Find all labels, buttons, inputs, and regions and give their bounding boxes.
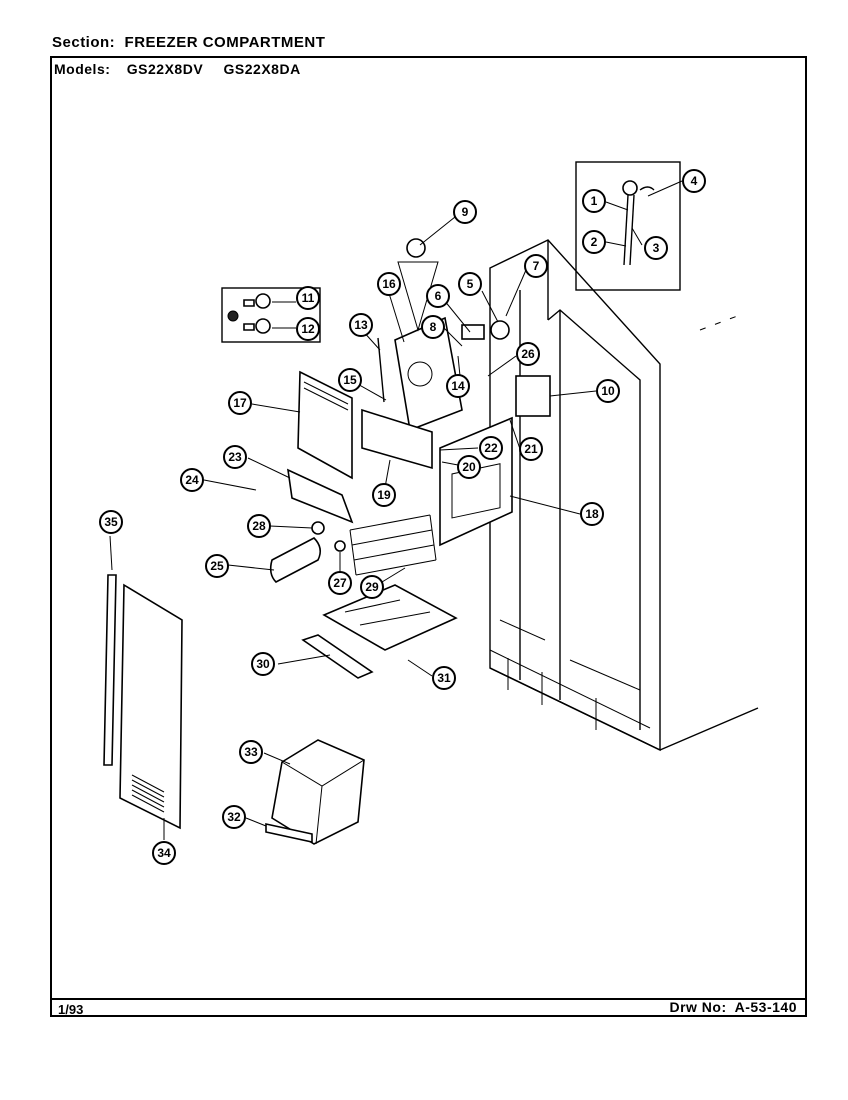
callout-2: 2 — [582, 230, 606, 254]
callout-16: 16 — [377, 272, 401, 296]
callout-23: 23 — [223, 445, 247, 469]
models-label: Models: — [54, 61, 111, 77]
model-2: GS22X8DA — [223, 61, 301, 77]
svg-text:26: 26 — [521, 347, 535, 361]
callout-34: 34 — [152, 841, 176, 865]
svg-text:32: 32 — [227, 810, 241, 824]
callout-18: 18 — [580, 502, 604, 526]
svg-text:18: 18 — [585, 507, 599, 521]
svg-text:27: 27 — [333, 576, 347, 590]
svg-text:25: 25 — [210, 559, 224, 573]
svg-text:31: 31 — [437, 671, 451, 685]
inset-thermostat-detail — [575, 161, 681, 291]
callout-9: 9 — [453, 200, 477, 224]
callout-3: 3 — [644, 236, 668, 260]
svg-text:28: 28 — [252, 519, 266, 533]
callout-14: 14 — [446, 374, 470, 398]
revision-date: 1/93 — [58, 1002, 84, 1017]
models-header: Models: GS22X8DV GS22X8DA — [54, 61, 301, 77]
svg-text:12: 12 — [301, 322, 315, 336]
callout-19: 19 — [372, 483, 396, 507]
svg-text:22: 22 — [484, 441, 498, 455]
callout-32: 32 — [222, 805, 246, 829]
section-header: Section: FREEZER COMPARTMENT — [52, 34, 325, 51]
section-value: FREEZER COMPARTMENT — [124, 34, 326, 51]
svg-text:23: 23 — [228, 450, 242, 464]
model-1: GS22X8DV — [126, 61, 204, 77]
callout-31: 31 — [432, 666, 456, 690]
svg-text:7: 7 — [533, 259, 540, 273]
callout-5: 5 — [458, 272, 482, 296]
svg-text:20: 20 — [462, 460, 476, 474]
callout-4: 4 — [682, 169, 706, 193]
cabinet-outline — [489, 239, 759, 752]
drawing-label: Drw No: — [669, 999, 727, 1015]
callout-24: 24 — [180, 468, 204, 492]
callout-21: 21 — [519, 437, 543, 461]
svg-text:9: 9 — [462, 205, 469, 219]
callout-12: 12 — [296, 317, 320, 341]
footer-rule — [52, 998, 805, 1000]
svg-text:19: 19 — [377, 488, 391, 502]
callout-28: 28 — [247, 514, 271, 538]
drawing-number: A-53-140 — [734, 999, 797, 1015]
svg-text:2: 2 — [591, 235, 598, 249]
inset-screw-detail — [221, 287, 321, 343]
callout-22: 22 — [479, 436, 503, 460]
drawing-frame: Models: GS22X8DV GS22X8DA 1/93 Drw No: A-… — [50, 56, 807, 1017]
svg-text:35: 35 — [104, 515, 118, 529]
svg-text:8: 8 — [430, 320, 437, 334]
svg-text:30: 30 — [256, 657, 270, 671]
callout-30: 30 — [251, 652, 275, 676]
callout-13: 13 — [349, 313, 373, 337]
callout-8: 8 — [421, 315, 445, 339]
svg-text:34: 34 — [157, 846, 171, 860]
freezer-parts — [103, 238, 551, 845]
callout-33: 33 — [239, 740, 263, 764]
svg-text:24: 24 — [185, 473, 199, 487]
svg-text:4: 4 — [691, 174, 698, 188]
callout-29: 29 — [360, 575, 384, 599]
section-label: Section: — [52, 34, 116, 51]
svg-text:3: 3 — [653, 241, 660, 255]
callout-11: 11 — [296, 286, 320, 310]
callout-20: 20 — [457, 455, 481, 479]
svg-text:33: 33 — [244, 745, 258, 759]
svg-text:5: 5 — [467, 277, 474, 291]
leader-lines — [109, 180, 683, 840]
svg-text:6: 6 — [435, 289, 442, 303]
svg-text:15: 15 — [343, 373, 357, 387]
callout-10: 10 — [596, 379, 620, 403]
svg-text:29: 29 — [365, 580, 379, 594]
callout-15: 15 — [338, 368, 362, 392]
svg-text:1: 1 — [591, 194, 598, 208]
svg-text:11: 11 — [302, 291, 315, 305]
svg-text:10: 10 — [601, 384, 615, 398]
callout-25: 25 — [205, 554, 229, 578]
svg-text:21: 21 — [524, 442, 538, 456]
drawing-number-label: Drw No: A-53-140 — [669, 999, 797, 1015]
svg-text:13: 13 — [354, 318, 368, 332]
svg-text:17: 17 — [233, 396, 247, 410]
callout-35: 35 — [99, 510, 123, 534]
callout-17: 17 — [228, 391, 252, 415]
callout-27: 27 — [328, 571, 352, 595]
callout-26: 26 — [516, 342, 540, 366]
callout-6: 6 — [426, 284, 450, 308]
callout-7: 7 — [524, 254, 548, 278]
callout-1: 1 — [582, 189, 606, 213]
svg-text:14: 14 — [451, 379, 465, 393]
svg-text:16: 16 — [382, 277, 396, 291]
